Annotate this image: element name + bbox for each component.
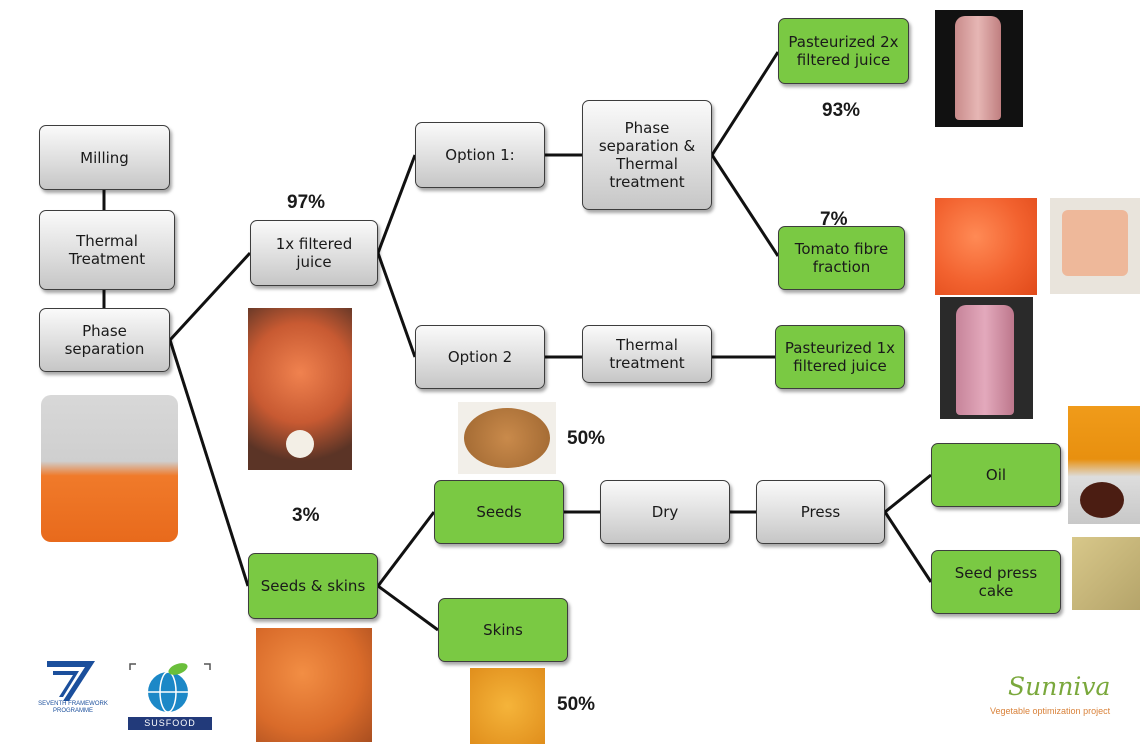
fp7-seven-icon	[47, 661, 95, 701]
node-dry-label: Dry	[651, 503, 679, 521]
node-pasteurized-2x-label: Pasteurized 2x filtered juice	[788, 33, 899, 69]
node-seeds: Seeds	[434, 480, 564, 544]
fp7-line1: SEVENTH FRAMEWORK	[38, 701, 108, 707]
node-phase-separation-thermal: Phase separation & Thermal treatment	[582, 100, 712, 210]
node-option1-label: Option 1:	[445, 146, 515, 164]
fp7-logo: SEVENTH FRAMEWORK PROGRAMME	[33, 657, 113, 717]
node-phase-separation-label: Phase separation	[64, 322, 145, 358]
pct-skins: 50%	[557, 694, 596, 715]
node-1x-filtered-juice: 1x filtered juice	[250, 220, 378, 286]
pct-seeds: 50%	[567, 428, 606, 449]
pct-pasteurized-2x: 93%	[822, 100, 861, 121]
pct-tomato-fibre: 7%	[820, 209, 848, 230]
node-seeds-label: Seeds	[476, 503, 522, 521]
node-tomato-fibre: Tomato fibre fraction	[778, 226, 905, 290]
node-seed-press-cake: Seed press cake	[931, 550, 1061, 614]
node-thermal-treatment-2-label: Thermal treatment	[609, 336, 685, 372]
line-seedsskins-seeds	[376, 511, 436, 587]
node-thermal-treatment-2: Thermal treatment	[582, 325, 712, 383]
susfood-label: SUSFOOD	[128, 717, 212, 730]
pasteurized-juice-bottle-photo	[935, 10, 1023, 127]
line-phase-seedsskins	[168, 339, 250, 587]
fibre-sheet-photo	[1050, 198, 1140, 294]
line-juice-option2	[376, 252, 417, 358]
node-press: Press	[756, 480, 885, 544]
node-tomato-fibre-label: Tomato fibre fraction	[794, 240, 889, 276]
susfood-logo: SUSFOOD	[128, 662, 212, 730]
node-seeds-skins: Seeds & skins	[248, 553, 378, 619]
node-milling-label: Milling	[80, 148, 129, 167]
line-phase-juice	[168, 251, 252, 342]
line-press-oil	[884, 473, 932, 514]
node-option2: Option 2	[415, 325, 545, 389]
node-dry: Dry	[600, 480, 730, 544]
node-seeds-skins-label: Seeds & skins	[260, 577, 366, 595]
sunniva-wordmark: Sunniva	[1008, 672, 1111, 701]
node-oil: Oil	[931, 443, 1061, 507]
tomato-fibre-photo	[935, 198, 1037, 295]
node-oil-label: Oil	[985, 466, 1007, 484]
node-option2-label: Option 2	[447, 348, 513, 366]
node-pasteurized-1x-label: Pasteurized 1x filtered juice	[784, 339, 896, 375]
seeds-skins-photo	[256, 628, 372, 742]
line-phasesep-fibre	[710, 154, 780, 257]
susfood-globe-icon	[129, 663, 211, 713]
node-thermal-treatment-label: Thermal Treatment	[68, 232, 146, 268]
node-seed-press-cake-label: Seed press cake	[954, 564, 1038, 600]
node-thermal-treatment: Thermal Treatment	[39, 210, 175, 290]
node-phase-separation: Phase separation	[39, 308, 170, 372]
node-1x-filtered-juice-label: 1x filtered juice	[275, 235, 353, 271]
node-skins: Skins	[438, 598, 568, 662]
pct-juice: 97%	[287, 192, 326, 213]
press-cake-photo	[1072, 537, 1140, 610]
skins-photo	[470, 668, 545, 744]
sunniva-tagline: Vegetable optimization project	[990, 706, 1111, 716]
factory-conveyor-photo	[41, 395, 178, 542]
node-pasteurized-2x: Pasteurized 2x filtered juice	[778, 18, 909, 84]
pct-seeds-skins: 3%	[292, 505, 320, 526]
node-milling: Milling	[39, 125, 170, 190]
fp7-line2: PROGRAMME	[52, 707, 93, 714]
line-press-cake	[883, 511, 933, 583]
line-juice-option1	[376, 154, 417, 254]
node-press-label: Press	[800, 503, 841, 521]
node-option1: Option 1:	[415, 122, 545, 188]
filter-juice-photo	[248, 308, 352, 470]
line-phasesep-past2x	[710, 51, 780, 156]
pasteurized-1x-bottle-photo	[940, 297, 1033, 419]
sunniva-logo: Sunniva Vegetable optimization project	[990, 672, 1118, 720]
node-skins-label: Skins	[483, 621, 523, 639]
line-seedsskins-skins	[377, 584, 439, 632]
node-phase-separation-thermal-label: Phase separation & Thermal treatment	[598, 119, 696, 191]
seeds-dish-photo	[458, 402, 556, 474]
node-pasteurized-1x: Pasteurized 1x filtered juice	[775, 325, 905, 389]
oil-pour-photo	[1068, 406, 1140, 524]
